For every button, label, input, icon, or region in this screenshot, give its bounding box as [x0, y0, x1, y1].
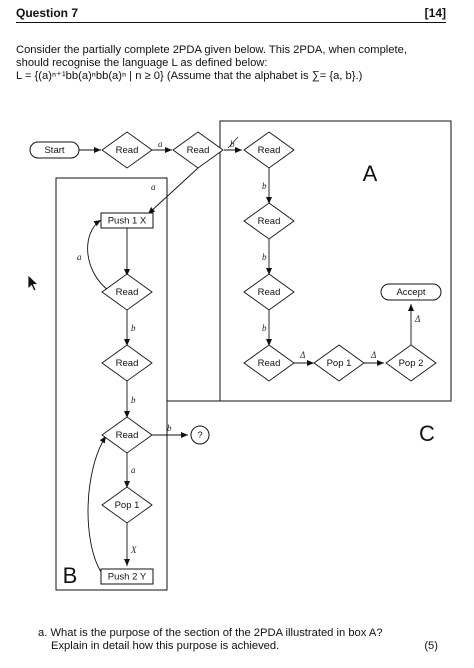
edge-read2-push1 [147, 167, 199, 215]
question-header: Question 7 [14] [16, 6, 446, 23]
read-node [243, 273, 295, 311]
question-a-line-1: What is the purpose of the section of th… [50, 627, 383, 639]
read-node [101, 416, 153, 454]
edge-loop-a-push1 [87, 219, 110, 292]
start-node [29, 141, 80, 159]
intro-line-1: Consider the partially complete 2PDA giv… [16, 44, 407, 56]
edge-label-b: b [262, 252, 267, 262]
question-marks: [14] [424, 6, 446, 20]
read-label: Read [116, 145, 139, 156]
pop-1-label: Pop 1 [115, 500, 140, 511]
strike-mark [227, 136, 239, 149]
read-node [243, 344, 295, 382]
intro-line-2: should recognise the language L as defin… [16, 57, 268, 69]
edge-label-a: a [151, 182, 156, 192]
language-definition: L = {(a)ⁿ⁺¹bb(a)ⁿbb(a)ⁿ | n ≥ 0} (Assume… [16, 70, 363, 82]
read-label: Read [258, 287, 281, 298]
edge-push2-loop-read [87, 435, 107, 573]
edge-label-a: a [131, 465, 136, 475]
edge-label-b: b [131, 323, 136, 333]
unknown-node [190, 425, 210, 445]
edge-label-x: X [130, 545, 137, 555]
edge-label-b-struck: b [230, 139, 235, 149]
unknown-label: ? [197, 430, 202, 441]
edge-label-b: b [131, 395, 136, 405]
mouse-pointer-icon [27, 274, 39, 292]
read-node [243, 202, 295, 240]
read-label: Read [258, 216, 281, 227]
read-node [101, 344, 153, 382]
pop-2-label: Pop 2 [399, 358, 424, 369]
edge-label-b: b [262, 181, 267, 191]
read-node [101, 273, 153, 311]
question-a-line-2: Explain in detail how this purpose is ac… [51, 640, 280, 652]
read-label: Read [116, 358, 139, 369]
pop-1-node [101, 486, 153, 524]
read-node [172, 131, 224, 169]
read-label: Read [187, 145, 210, 156]
read-node [243, 131, 295, 169]
read-label: Read [258, 145, 281, 156]
read-label: Read [116, 287, 139, 298]
push-2-node [100, 568, 154, 585]
edge-label-delta: Δ [299, 350, 305, 360]
box-a-label: A [363, 161, 378, 186]
edge-label-delta: Δ [370, 350, 376, 360]
read-label: Read [258, 358, 281, 369]
read-label: Read [116, 430, 139, 441]
edge-label-b: b [262, 323, 267, 333]
push-1-node [100, 212, 154, 229]
accept-label: Accept [396, 287, 425, 298]
box-b-label: B [63, 563, 78, 588]
question-intro: Consider the partially complete 2PDA giv… [16, 44, 461, 83]
box-c-label: C [419, 421, 435, 446]
pop-1-label: Pop 1 [327, 358, 352, 369]
pop-1-node [313, 344, 365, 382]
question-number: Question 7 [16, 6, 79, 20]
box-b [55, 177, 168, 591]
pop-2-node [385, 344, 437, 382]
question-a-label: a. [38, 627, 48, 639]
edge-label-delta: Δ [414, 314, 420, 324]
edge-label-a: a [158, 139, 163, 149]
accept-node [380, 283, 442, 301]
push-1-label: Push 1 X [108, 216, 147, 227]
read-node [101, 131, 153, 169]
push-2-label: Push 2 Y [108, 572, 147, 583]
edge-label-a: a [77, 252, 82, 262]
edge-label-b: b [167, 423, 172, 433]
start-label: Start [44, 145, 64, 156]
question-a-marks: (5) [424, 640, 438, 652]
question-a: a. What is the purpose of the section of… [38, 627, 458, 653]
